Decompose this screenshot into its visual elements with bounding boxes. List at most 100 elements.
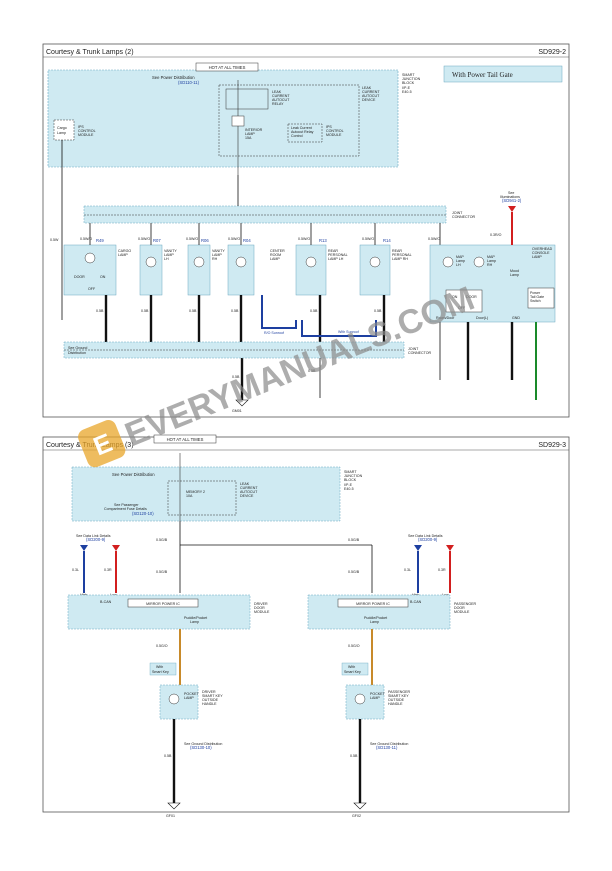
svg-text:OUTSIDE: OUTSIDE xyxy=(388,698,405,702)
svg-text:CURRENT: CURRENT xyxy=(362,90,380,94)
svg-text:LAMP: LAMP xyxy=(164,253,174,257)
svg-text:JOINT: JOINT xyxy=(408,347,419,351)
svg-text:15A: 15A xyxy=(245,136,252,140)
svg-text:(SD120-10): (SD120-10) xyxy=(132,511,154,516)
svg-text:I/P-E: I/P-E xyxy=(402,86,411,90)
svg-text:0.5W/O: 0.5W/O xyxy=(298,237,310,241)
svg-text:R06: R06 xyxy=(201,238,209,243)
svg-text:0.5W/O: 0.5W/O xyxy=(138,237,150,241)
svg-text:LAMP RH: LAMP RH xyxy=(392,257,408,261)
wire-label-rio-sunroof: R/O Sunroof xyxy=(264,331,284,335)
svg-text:See Power Distribution: See Power Distribution xyxy=(112,472,155,477)
svg-text:CONNECTOR: CONNECTOR xyxy=(408,351,431,355)
svg-text:LAMP: LAMP xyxy=(270,257,280,261)
svg-text:CONSOLE: CONSOLE xyxy=(532,251,550,255)
svg-text:HOT AT ALL TIMES: HOT AT ALL TIMES xyxy=(167,437,204,442)
svg-text:0.5B: 0.5B xyxy=(232,375,240,379)
svg-text:SMART KEY: SMART KEY xyxy=(202,694,223,698)
svg-text:0.3L: 0.3L xyxy=(404,568,411,572)
svg-text:SMART: SMART xyxy=(344,470,357,474)
svg-text:Cargo: Cargo xyxy=(57,126,67,130)
svg-text:LAMP: LAMP xyxy=(212,253,222,257)
svg-text:POCKET: POCKET xyxy=(184,692,200,696)
svg-text:LH: LH xyxy=(456,263,461,267)
svg-text:MAP: MAP xyxy=(487,255,495,259)
svg-text:B-CAN: B-CAN xyxy=(410,600,422,604)
svg-text:With: With xyxy=(348,665,355,669)
svg-text:See Ground Distribution: See Ground Distribution xyxy=(370,742,408,746)
svg-text:See Passenger: See Passenger xyxy=(114,503,139,507)
svg-text:GF02: GF02 xyxy=(352,814,361,818)
svg-text:0.5W/O: 0.5W/O xyxy=(228,237,240,241)
svg-text:R14: R14 xyxy=(383,238,391,243)
svg-text:0.5B: 0.5B xyxy=(310,309,318,313)
svg-text:Smart Key: Smart Key xyxy=(344,670,361,674)
svg-text:0.5B: 0.5B xyxy=(189,309,197,313)
svg-text:MEMORY 2: MEMORY 2 xyxy=(186,490,205,494)
svg-text:0.5G/B: 0.5G/B xyxy=(348,570,360,574)
svg-text:DEVICE: DEVICE xyxy=(362,98,376,102)
svg-text:Lamp: Lamp xyxy=(456,259,465,263)
svg-text:R13: R13 xyxy=(319,238,327,243)
svg-text:Lamp: Lamp xyxy=(57,131,66,135)
svg-text:DEVICE: DEVICE xyxy=(240,494,254,498)
svg-text:DOOR: DOOR xyxy=(74,275,85,279)
svg-text:See Data Link Details: See Data Link Details xyxy=(408,534,443,538)
page-code-2: SD929-3 xyxy=(538,442,566,449)
svg-text:RH: RH xyxy=(487,263,493,267)
svg-text:0.3R: 0.3R xyxy=(438,568,446,572)
svg-text:PASSENGER: PASSENGER xyxy=(454,602,477,606)
svg-text:(SD130-10): (SD130-10) xyxy=(190,745,212,750)
svg-text:(SD130-11): (SD130-11) xyxy=(376,745,398,750)
svg-text:0.5W/O: 0.5W/O xyxy=(362,237,374,241)
svg-text:See: See xyxy=(508,191,514,195)
svg-text:REAR: REAR xyxy=(328,249,338,253)
svg-text:10A: 10A xyxy=(186,494,193,498)
svg-text:AUTOCUT: AUTOCUT xyxy=(362,94,380,98)
svg-text:MODULE: MODULE xyxy=(454,610,470,614)
svg-text:See Data Link Details: See Data Link Details xyxy=(76,534,111,538)
svg-text:OFF: OFF xyxy=(458,306,466,310)
svg-text:0.5B: 0.5B xyxy=(141,309,149,313)
svg-text:DRIVER: DRIVER xyxy=(254,602,268,606)
svg-text:0.5G/B: 0.5G/B xyxy=(156,538,168,542)
svg-text:HANDLE: HANDLE xyxy=(202,702,217,706)
svg-text:JUNCTION: JUNCTION xyxy=(402,77,421,81)
svg-text:0.5W/O: 0.5W/O xyxy=(80,237,92,241)
power-tail-gate-banner: With Power Tail Gate xyxy=(452,71,513,79)
svg-text:HANDLE: HANDLE xyxy=(388,702,403,706)
svg-text:LAMP LH: LAMP LH xyxy=(328,257,344,261)
svg-text:MAP: MAP xyxy=(456,255,464,259)
svg-text:LAMP: LAMP xyxy=(118,253,128,257)
svg-text:AUTOCUT: AUTOCUT xyxy=(272,98,290,102)
svg-text:RH: RH xyxy=(212,257,218,261)
svg-text:Lamp: Lamp xyxy=(370,620,379,624)
svg-text:VANITY: VANITY xyxy=(164,249,177,253)
svg-text:Power: Power xyxy=(530,291,541,295)
svg-text:R49: R49 xyxy=(96,238,104,243)
svg-text:0.5W: 0.5W xyxy=(50,238,59,242)
svg-text:MIRROR POWER IC: MIRROR POWER IC xyxy=(146,602,180,606)
svg-text:MODULE: MODULE xyxy=(254,610,270,614)
svg-text:LEAK: LEAK xyxy=(240,482,250,486)
svg-text:R04: R04 xyxy=(243,238,251,243)
svg-text:CONTROL: CONTROL xyxy=(78,129,96,133)
svg-text:CURRENT: CURRENT xyxy=(240,486,258,490)
svg-text:0.5B: 0.5B xyxy=(374,309,382,313)
wiring-diagram-page-1: Courtesy & Trunk Lamps (2) SD929-2 HOT A… xyxy=(0,0,612,433)
page-title-2: Courtesy & Trunk Lamps (3) xyxy=(46,442,134,449)
svg-text:Puddle/Pocket: Puddle/Pocket xyxy=(184,616,207,620)
svg-text:Mood: Mood xyxy=(510,269,519,273)
svg-text:0.5G/B: 0.5G/B xyxy=(156,570,168,574)
svg-text:DOOR: DOOR xyxy=(254,606,265,610)
svg-text:I/P-E: I/P-E xyxy=(344,483,353,487)
svg-text:MIRROR POWER IC: MIRROR POWER IC xyxy=(356,602,390,606)
svg-text:BLOCK: BLOCK xyxy=(402,81,415,85)
svg-text:ON: ON xyxy=(100,275,106,279)
svg-text:MODULE: MODULE xyxy=(78,133,94,137)
page-title: Courtesy & Trunk Lamps (2) xyxy=(46,49,134,56)
svg-text:LEAK: LEAK xyxy=(362,86,372,90)
svg-text:CENTER: CENTER xyxy=(270,249,285,253)
svg-text:Autocut Relay: Autocut Relay xyxy=(291,130,314,134)
svg-text:CURRENT: CURRENT xyxy=(272,94,290,98)
